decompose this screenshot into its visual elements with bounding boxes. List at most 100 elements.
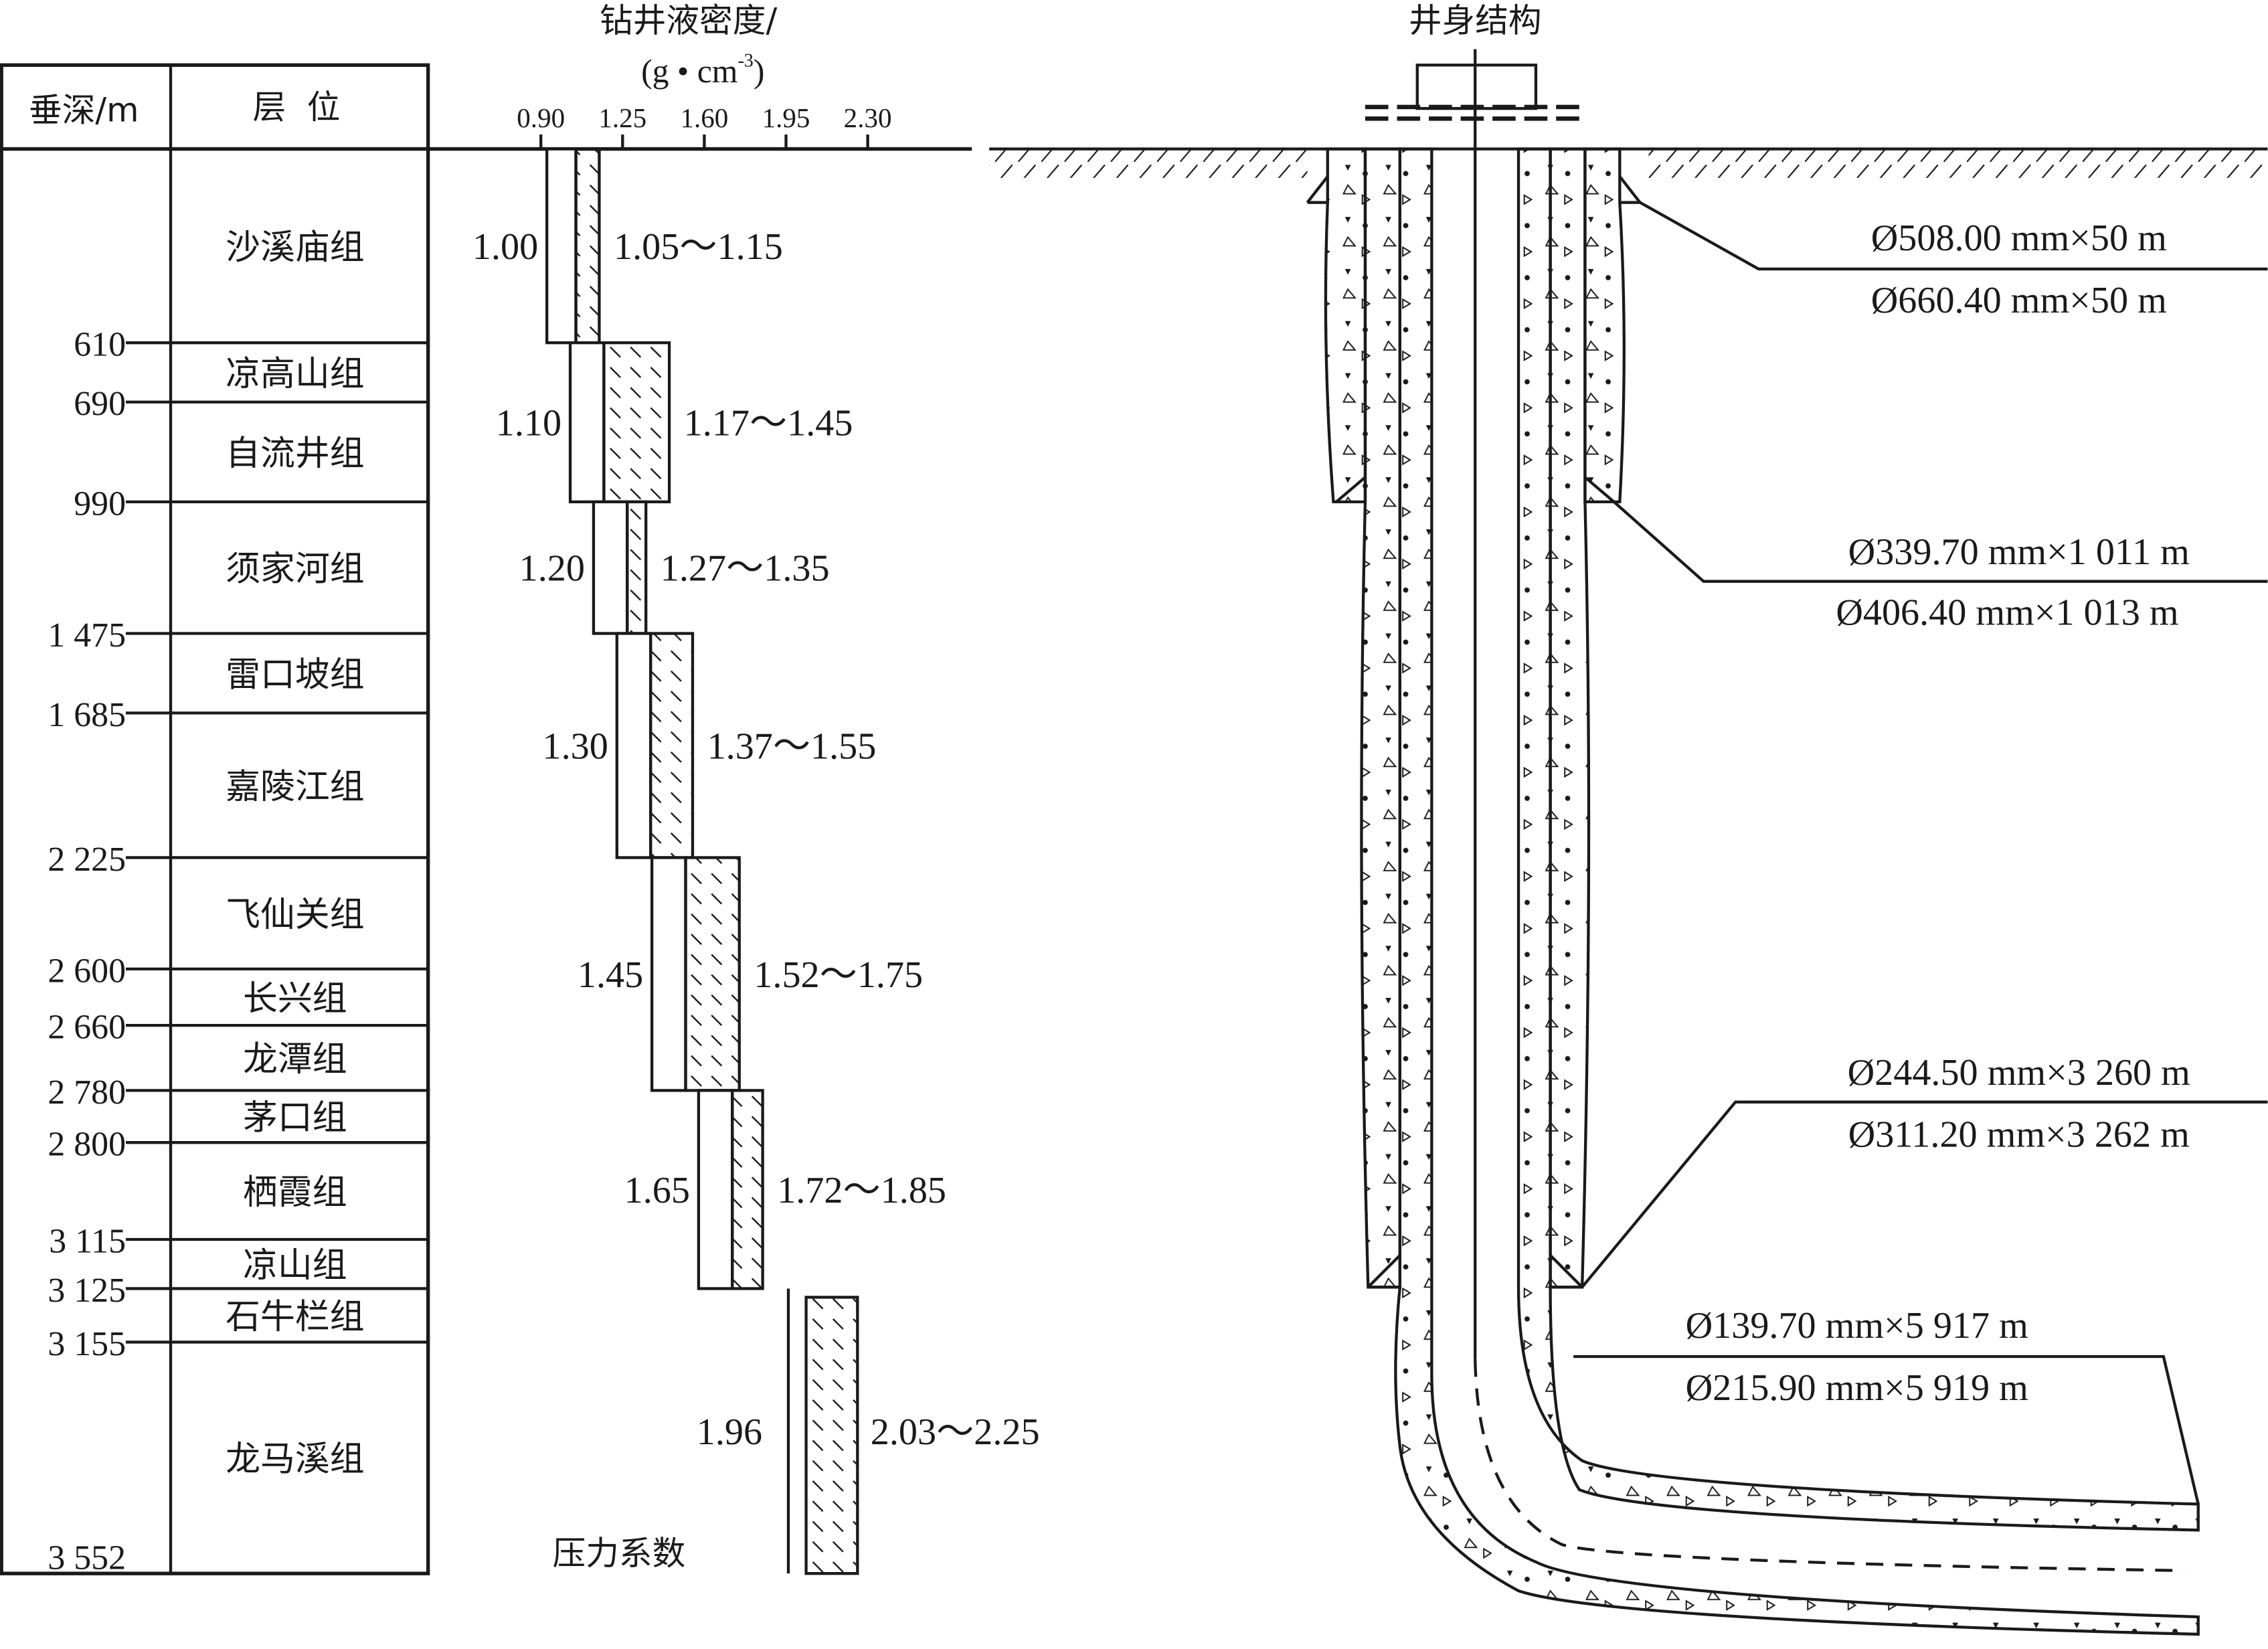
conductor-cement-left xyxy=(1324,147,1367,504)
conductor-cement-right xyxy=(1583,147,1626,504)
depth-label: 2 800 xyxy=(48,1126,126,1164)
depth-label: 2 780 xyxy=(48,1073,126,1112)
formation-name: 龙潭组 xyxy=(243,1039,347,1079)
density-range-bar xyxy=(649,632,695,859)
density-bars: 1.00 1.05～1.15 1.10 1.17～1.45 1.20 1.27～1.35 1… xyxy=(472,147,1040,1575)
depth-label: 2 225 xyxy=(48,841,126,879)
pressure-coefficient-bar xyxy=(545,147,578,345)
pressure-coefficient-label: 1.20 xyxy=(519,548,585,590)
formation-name: 凉山组 xyxy=(243,1245,347,1286)
bit-label-215: Ø215.90 mm×5 919 m xyxy=(1686,1367,2028,1409)
surface-casing-cement-right xyxy=(1549,147,1591,1289)
leader-line-244 xyxy=(1581,1100,2268,1288)
formation-name: 飞仙关组 xyxy=(226,895,364,935)
pressure-coefficient-label: 1.65 xyxy=(624,1170,690,1211)
density-range-bar xyxy=(602,341,671,504)
depth-label: 3 125 xyxy=(48,1272,126,1310)
depth-label: 3 552 xyxy=(48,1539,126,1577)
depth-label: 1 685 xyxy=(48,696,126,734)
casing-label-139: Ø139.70 mm×5 917 m xyxy=(1686,1305,2028,1347)
formation-name: 嘉陵江组 xyxy=(226,767,364,807)
density-tick-label: 2.30 xyxy=(844,102,892,133)
density-axis: 0.90 1.25 1.60 1.95 2.30 xyxy=(428,102,972,151)
leader-line-339 xyxy=(1613,501,2268,583)
pressure-coefficient-label: 1.96 xyxy=(697,1411,762,1453)
depth-label: 2 600 xyxy=(48,952,126,990)
formation-name: 石牛栏组 xyxy=(226,1297,364,1337)
depth-label: 690 xyxy=(74,385,126,423)
leader-line-139 xyxy=(1573,1355,2200,1504)
wellhead-icon xyxy=(1365,49,1588,149)
intermediate-casing-shoe-right xyxy=(1549,1254,1583,1288)
density-range-label: 1.72～1.85 xyxy=(777,1170,946,1211)
density-range-label: 1.05～1.15 xyxy=(614,226,783,268)
depth-label: 2 660 xyxy=(48,1009,126,1047)
formation-name: 沙溪庙组 xyxy=(226,228,364,268)
depth-header: 垂深/m xyxy=(29,91,139,130)
density-range-bar xyxy=(804,1296,859,1575)
pressure-coefficient-bar xyxy=(697,1089,734,1290)
intermediate-casing-shoe-left xyxy=(1367,1254,1401,1288)
depth-label: 3 115 xyxy=(49,1222,126,1260)
surface-casing-cement-left xyxy=(1360,147,1402,1289)
density-range-bar xyxy=(626,500,648,635)
density-range-label: 1.27～1.35 xyxy=(661,548,830,590)
well-structure-title: 井身结构 xyxy=(1409,1,1542,40)
formation-name: 须家河组 xyxy=(226,549,364,590)
pressure-coefficient-bar xyxy=(568,341,606,504)
density-title-line1: 钻井液密度/ xyxy=(600,1,777,40)
pressure-coefficient-label: 压力系数 xyxy=(553,1534,686,1573)
casing-labels: Ø508.00 mm×50 m Ø660.40 mm×50 m Ø339.70 … xyxy=(1686,218,2190,1409)
intermediate-casing-cement-right xyxy=(1516,147,2200,1532)
density-range-label: 1.52～1.75 xyxy=(754,954,923,996)
formation-name: 栖霞组 xyxy=(243,1173,347,1213)
formation-header: 层 位 xyxy=(253,88,341,126)
depth-label: 1 475 xyxy=(48,616,126,655)
density-tick-label: 0.90 xyxy=(517,102,565,133)
ground-hatch-left xyxy=(989,149,1308,178)
pressure-coefficient-bar xyxy=(592,500,629,635)
table-frame xyxy=(0,63,430,1575)
well-structure-diagram xyxy=(1306,147,2268,1636)
pressure-coefficient-bar xyxy=(650,856,687,1092)
pressure-coefficient-label: 1.10 xyxy=(496,402,561,444)
density-range-bar xyxy=(684,856,741,1092)
surface-casing-shoe-right xyxy=(1584,476,1616,503)
leader-line-508 xyxy=(1639,201,2268,271)
pressure-coefficient-label: 1.45 xyxy=(578,954,643,996)
intermediate-casing-cement-left xyxy=(1394,147,2200,1636)
casing-label-508: Ø508.00 mm×50 m xyxy=(1871,218,2167,259)
formation-name: 长兴组 xyxy=(243,978,347,1019)
formation-name: 自流井组 xyxy=(226,434,364,474)
density-tick-label: 1.60 xyxy=(680,102,728,133)
density-unit-close: ) xyxy=(754,53,765,90)
formation-name: 凉高山组 xyxy=(226,354,364,394)
casing-label-339: Ø339.70 mm×1 011 m xyxy=(1848,531,2190,573)
density-unit: (g • cm xyxy=(641,53,737,90)
density-range-label: 1.17～1.45 xyxy=(684,402,853,444)
ground-hatch-right xyxy=(1648,149,2268,178)
density-range-label: 1.37～1.55 xyxy=(707,725,877,767)
density-range-bar xyxy=(574,147,601,345)
pressure-coefficient-label: 1.30 xyxy=(543,725,608,767)
density-tick-label: 1.25 xyxy=(598,102,646,133)
formation-name: 雷口坡组 xyxy=(226,655,364,695)
wellbore-centerline-dashed xyxy=(1474,1359,2184,1573)
depth-label: 610 xyxy=(74,326,126,364)
density-range-bar xyxy=(731,1089,764,1290)
bit-label-660: Ø660.40 mm×50 m xyxy=(1871,280,2167,321)
casing-label-244: Ø244.50 mm×3 260 m xyxy=(1848,1052,2190,1094)
bit-label-311: Ø311.20 mm×3 262 m xyxy=(1848,1114,2190,1156)
density-range-label: 2.03～2.25 xyxy=(871,1411,1040,1453)
pressure-coefficient-label: 1.00 xyxy=(472,226,538,268)
conductor-shoe-left xyxy=(1306,175,1329,203)
conductor-shoe-right xyxy=(1618,175,1642,203)
depth-label: 3 155 xyxy=(48,1325,126,1363)
bit-label-406: Ø406.40 mm×1 013 m xyxy=(1836,592,2178,634)
formation-name: 茅口组 xyxy=(243,1098,347,1138)
density-tick-label: 1.95 xyxy=(762,102,810,133)
density-title-line2: (g • cm-3) xyxy=(641,50,764,90)
ground-surface xyxy=(989,147,2268,178)
